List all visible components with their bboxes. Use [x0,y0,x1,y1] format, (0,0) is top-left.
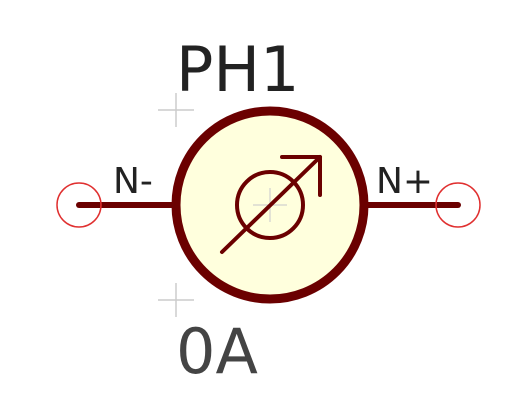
pin-endpoint-left[interactable] [56,182,102,228]
pin-label-right: N+ [376,161,433,202]
anchor-cross-bottom [158,283,194,317]
pin-label-left: N- [113,161,153,202]
phase-shift-icon [220,155,322,254]
reference-label: PH1 [176,33,299,106]
value-label: 0A [176,315,258,388]
pin-endpoint-right[interactable] [435,182,481,228]
anchor-cross-top [158,93,194,127]
